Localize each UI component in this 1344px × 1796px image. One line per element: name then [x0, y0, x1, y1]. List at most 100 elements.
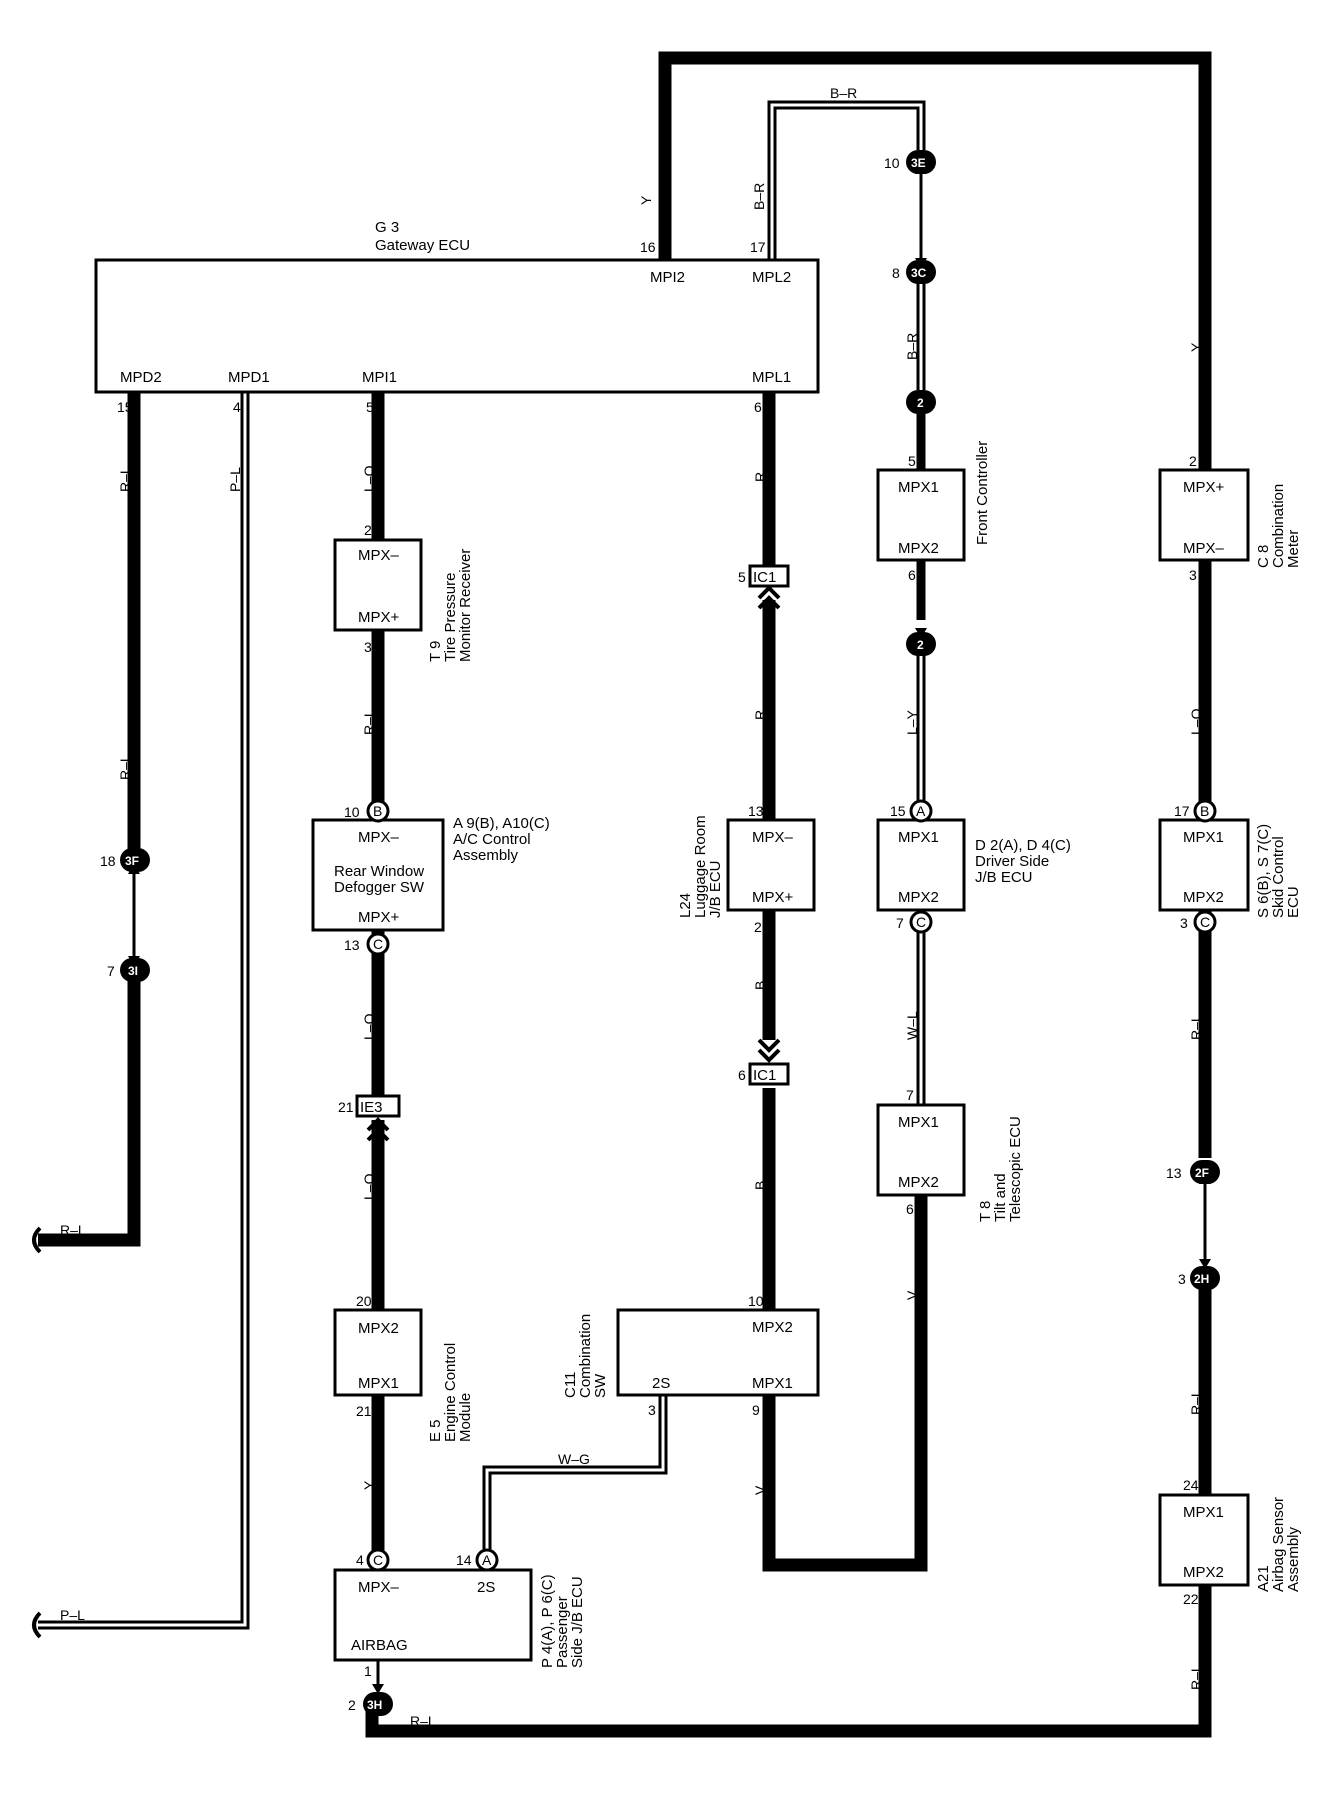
- ac-control-bottom: MPX+: [358, 909, 400, 926]
- terminal-pl: [32, 1611, 42, 1639]
- combination-sw-pin-mpx2: 10: [748, 1293, 764, 1309]
- airbag-jb-bottom: AIRBAG: [351, 1637, 408, 1654]
- label-rl-7: R–L: [1188, 1664, 1204, 1690]
- label-y-2: Y: [638, 195, 654, 205]
- combination-sw-code: C11: [562, 1372, 579, 1398]
- label-ly: L–Y: [904, 709, 920, 735]
- connector-3f: [120, 848, 150, 872]
- skid-conn-top-label: B: [1200, 803, 1209, 819]
- connector-ic1a-pin: 5: [738, 569, 746, 585]
- gateway-num-mpd2: 15: [117, 399, 133, 415]
- label-v-1: V: [752, 1485, 768, 1495]
- label-lo-4: L–O: [1188, 708, 1204, 735]
- tilt-bottom: MPX2: [898, 1174, 939, 1191]
- arrow-2h: [1199, 1259, 1211, 1269]
- airbag-jb-conn-right-label: A: [482, 1552, 492, 1568]
- skid-top: MPX1: [1183, 829, 1224, 846]
- combination-sw-pin-2s: 3: [648, 1402, 656, 1418]
- connector-3e-pin: 10: [884, 155, 900, 171]
- gateway-pin-mpi1: MPI1: [362, 369, 397, 386]
- ac-control-conn-bottom: [366, 932, 390, 956]
- label-lo-1: L–O: [361, 465, 377, 492]
- engine-code: E 5: [427, 1419, 444, 1442]
- label-rl-3: R–L: [60, 1222, 86, 1238]
- tilt-line1: Tilt and: [992, 1173, 1009, 1222]
- gateway-pin-mpd2: MPD2: [120, 369, 162, 386]
- ac-control-conn-top-label: B: [373, 803, 382, 819]
- driver-jb-pin-top: 15: [890, 803, 906, 819]
- gateway-num-mpi1: 5: [366, 399, 374, 415]
- ac-control-box: [311, 818, 445, 932]
- skid-pin-bottom: 3: [1180, 915, 1188, 931]
- connector-ic1a-id: IC1: [753, 569, 776, 586]
- airbag-sensor-top: MPX1: [1183, 1504, 1224, 1521]
- airbag-jb-right: 2S: [477, 1579, 495, 1596]
- gateway-pin-mpl1: MPL1: [752, 369, 791, 386]
- connector-2f-id: 2F: [1195, 1166, 1209, 1180]
- ac-control-pin-bottom: 13: [344, 937, 360, 953]
- ac-control-line2: Assembly: [453, 847, 519, 864]
- gateway-name: Gateway ECU: [375, 237, 470, 254]
- tilt-top: MPX1: [898, 1114, 939, 1131]
- airbag-jb-line1: Passenger: [554, 1596, 571, 1668]
- comb-meter-line2: Meter: [1285, 530, 1302, 568]
- combination-sw-2s: 2S: [652, 1375, 670, 1392]
- ac-control-conn-top: [366, 799, 390, 823]
- junction-2b: [906, 632, 936, 656]
- airbag-jb-conn-left-label: C: [373, 1552, 383, 1568]
- engine-box: [333, 1308, 423, 1397]
- wire-br-top-inner: [770, 103, 923, 260]
- label-y-1: Y: [361, 1480, 377, 1490]
- connector-3h-id: 3H: [367, 1698, 382, 1712]
- driver-jb-line2: J/B ECU: [975, 869, 1033, 886]
- comb-meter-top: MPX+: [1183, 479, 1225, 496]
- label-wg: W–G: [558, 1451, 590, 1467]
- driver-jb-code: D 2(A), D 4(C): [975, 837, 1071, 854]
- connector-ie3: [355, 1094, 401, 1118]
- gateway-pin-mpi2: MPI2: [650, 269, 685, 286]
- connector-3c-pin: 8: [892, 265, 900, 281]
- airbag-jb-pin-left: 4: [356, 1552, 364, 1568]
- connector-2f-pin: 13: [1166, 1165, 1182, 1181]
- tire-pressure-pin-bottom: 3: [364, 639, 372, 655]
- connector-3f-id: 3F: [125, 854, 139, 868]
- luggage-code: L24: [677, 893, 694, 918]
- wire-y-top: [658, 51, 1212, 470]
- wire-pl: [38, 392, 250, 1630]
- label-br-1: B–R: [751, 183, 767, 210]
- junction-2a: [906, 390, 936, 414]
- ac-control-mid2: Defogger SW: [334, 879, 425, 896]
- gateway-ecu-box: [94, 258, 820, 394]
- connector-2h-id: 2H: [1194, 1272, 1209, 1286]
- combination-sw-line2: SW: [592, 1373, 609, 1398]
- airbag-sensor-line2: Assembly: [1285, 1526, 1302, 1592]
- combination-sw-line1: Combination: [577, 1314, 594, 1398]
- label-rl-8: R–L: [410, 1713, 436, 1729]
- gateway-num-mpd1: 4: [233, 399, 241, 415]
- wire-wg: [482, 1395, 668, 1555]
- airbag-jb-pin-bottom: 1: [364, 1663, 372, 1679]
- connector-3c-id: 3C: [911, 266, 927, 280]
- wire-pl-inner: [38, 392, 247, 1627]
- airbag-jb-left: MPX–: [358, 1579, 400, 1596]
- luggage-bottom: MPX+: [752, 889, 794, 906]
- connector-ic1b: [748, 1062, 790, 1086]
- engine-pin-bottom: 21: [356, 1403, 372, 1419]
- engine-line2: Module: [457, 1393, 474, 1442]
- engine-top: MPX2: [358, 1320, 399, 1337]
- tire-pressure-code: T 9: [427, 641, 444, 662]
- label-rl-1: R–L: [117, 466, 133, 492]
- connector-ie3-pin: 21: [338, 1099, 354, 1115]
- skid-conn-bottom: [1193, 910, 1217, 934]
- skid-line1: Skid Control: [1270, 836, 1287, 918]
- engine-pin-top: 20: [356, 1293, 372, 1309]
- wire-wg-inner: [485, 1395, 665, 1555]
- tilt-box: [876, 1103, 966, 1197]
- comb-meter-code: C 8: [1255, 545, 1272, 568]
- airbag-jb-conn-left: [366, 1548, 390, 1572]
- combination-sw-pin-mpx1: 9: [752, 1402, 760, 1418]
- connector-3e: [906, 150, 936, 174]
- front-controller-pin-bottom: 6: [908, 567, 916, 583]
- luggage-pin-bottom: 2: [754, 919, 762, 935]
